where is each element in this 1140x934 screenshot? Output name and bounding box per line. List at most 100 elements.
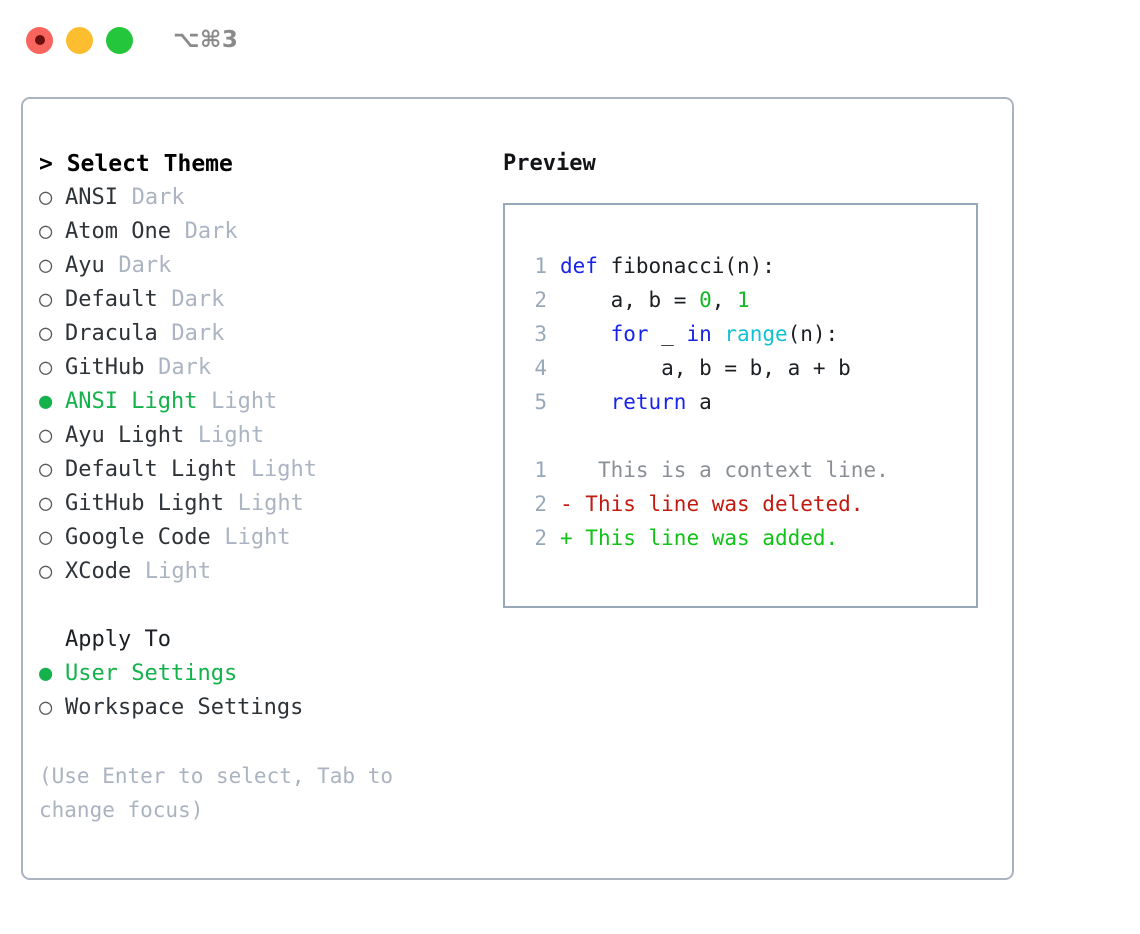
line-number: 1 (534, 254, 547, 278)
maximize-button[interactable] (106, 26, 133, 54)
radio-selected-icon: ● (39, 661, 53, 686)
radio-selected-icon: ● (39, 389, 53, 414)
diff-line-del: 2- This line was deleted. (505, 487, 976, 521)
spacer (505, 419, 976, 453)
diff-sample: 1 This is a context line.2- This line wa… (505, 453, 976, 555)
apply-to-option-workspace-settings[interactable]: ○Workspace Settings (39, 691, 509, 725)
radio-unselected-icon: ○ (39, 287, 53, 312)
radio-unselected-icon: ○ (39, 559, 53, 584)
theme-kind-badge: Light (250, 457, 318, 482)
diff-marker: - (560, 492, 573, 516)
diff-text: This is a context line. (560, 453, 889, 487)
diff-marker (560, 458, 573, 482)
theme-option-ayu-light[interactable]: ○ Ayu Light Light (39, 419, 509, 453)
code-line: 1 def fibonacci(n): (505, 249, 976, 283)
theme-name: Ayu Light (65, 423, 185, 448)
theme-name: GitHub Light (65, 491, 224, 516)
token-plain: , (711, 288, 738, 312)
diff-line-add: 2+ This line was added. (505, 521, 976, 555)
radio-unselected-icon: ○ (39, 423, 53, 448)
token-plain: a, b = b, a + b (560, 356, 851, 380)
apply-to-option-user-settings[interactable]: ● User Settings (39, 657, 509, 691)
token-plain (712, 322, 725, 346)
token-num: 1 (737, 288, 750, 312)
token-plain: a, b = (560, 288, 700, 312)
theme-name: ANSI (65, 185, 118, 210)
theme-kind-badge: Dark (158, 355, 212, 380)
apply-to-options[interactable]: ● User Settings ○Workspace Settings (39, 657, 509, 725)
close-button[interactable] (26, 26, 53, 54)
close-icon (34, 35, 45, 45)
token-kw: def (560, 254, 611, 278)
code-line: 5 return a (505, 385, 976, 419)
line-number: 5 (534, 390, 547, 414)
radio-unselected-icon: ○ (39, 219, 53, 244)
theme-name: Default (65, 287, 158, 312)
code-text: def fibonacci(n): (560, 249, 775, 283)
code-text: for _ in range(n): (560, 317, 839, 351)
code-line: 3 for _ in range(n): (505, 317, 976, 351)
diff-text: - This line was deleted. (560, 487, 863, 521)
radio-unselected-icon: ○ (39, 457, 53, 482)
theme-kind-badge: Dark (131, 185, 185, 210)
theme-kind-badge: Light (144, 559, 212, 584)
line-number: 2 (534, 526, 547, 550)
theme-kind-badge: Dark (171, 321, 225, 346)
token-plain: (n): (787, 322, 839, 346)
token-plain: fibonacci(n): (610, 254, 775, 278)
theme-option-dracula[interactable]: ○ Dracula Dark (39, 317, 509, 351)
radio-unselected-icon: ○ (39, 525, 53, 550)
theme-name: Default Light (65, 457, 238, 482)
token-kw: in (686, 322, 712, 346)
theme-option-xcode[interactable]: ○ XCode Light (39, 555, 509, 589)
code-text: a, b = 0, 1 (560, 283, 750, 317)
token-num: 0 (699, 288, 712, 312)
theme-kind-badge: Light (224, 525, 291, 550)
line-number: 4 (534, 356, 547, 380)
theme-kind-badge: Light (197, 423, 265, 448)
theme-option-default[interactable]: ○ Default Dark (39, 283, 509, 317)
token-plain: _ (648, 322, 687, 346)
radio-unselected-icon: ○ (39, 355, 53, 380)
theme-kind-badge: Light (211, 389, 278, 414)
theme-name: XCode (65, 559, 132, 584)
token-fn: range (724, 322, 788, 346)
apply-to-label: User Settings (65, 661, 238, 686)
theme-name: Dracula (65, 321, 158, 346)
theme-name: Google Code (65, 525, 211, 550)
minimize-button[interactable] (66, 26, 93, 54)
diff-marker: + (560, 526, 573, 550)
token-plain: a (686, 390, 712, 414)
theme-option-default-light[interactable]: ○ Default Light Light (39, 453, 509, 487)
apply-to-title: Apply To (65, 627, 171, 652)
code-text: return a (560, 385, 712, 419)
theme-kind-badge: Dark (171, 287, 225, 312)
theme-name: Ayu (65, 253, 105, 278)
line-number: 2 (534, 288, 547, 312)
preview-title: Preview (503, 151, 596, 176)
line-number: 2 (534, 492, 547, 516)
code-text: a, b = b, a + b (560, 351, 851, 385)
radio-unselected-icon: ○ (39, 185, 53, 210)
radio-unselected-icon: ○ (39, 321, 53, 346)
token-kw: return (610, 390, 687, 414)
token-plain (560, 322, 611, 346)
theme-kind-badge: Dark (118, 253, 172, 278)
theme-option-google-code[interactable]: ○ Google Code Light (39, 521, 509, 555)
apply-to-label: Workspace Settings (65, 695, 304, 720)
diff-content: This line was deleted. (572, 492, 864, 516)
apply-to-section: Apply To ● User Settings ○Workspace Settin… (39, 623, 509, 725)
code-line: 4 a, b = b, a + b (505, 351, 976, 385)
theme-option-ansi[interactable]: ○ ANSI Dark (39, 181, 509, 215)
